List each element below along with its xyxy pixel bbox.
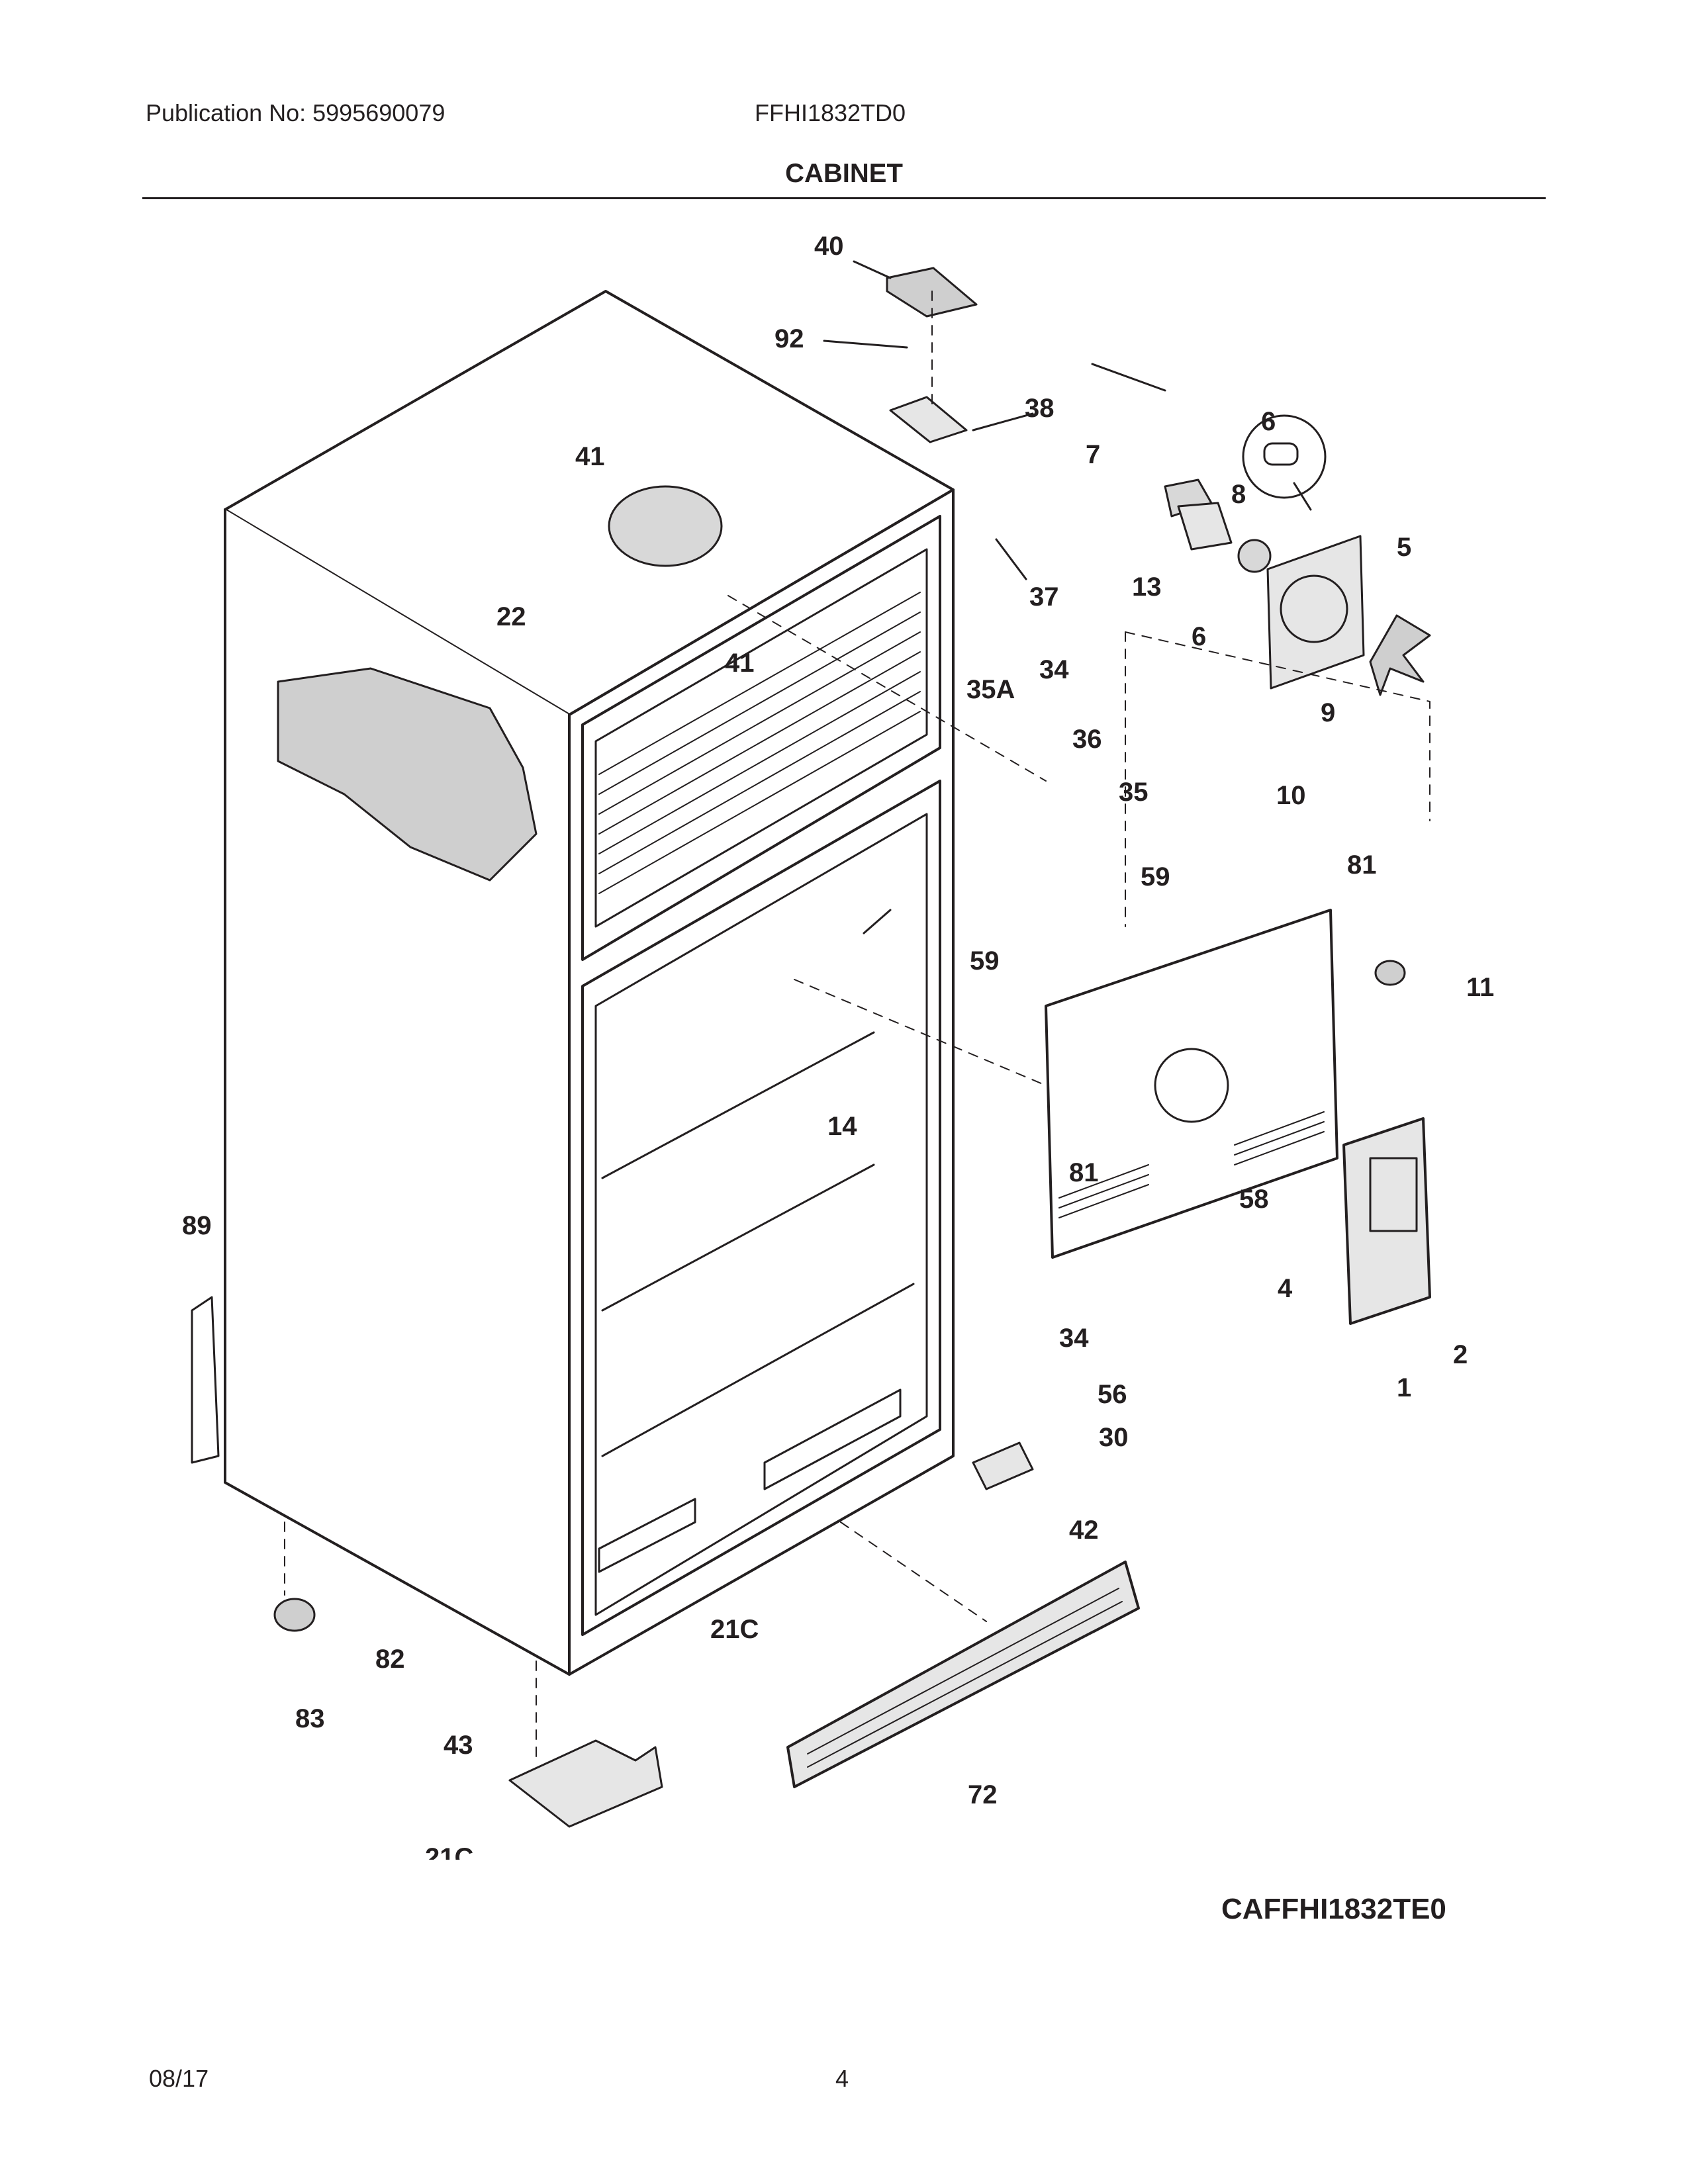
callout-43: 43 <box>444 1731 473 1760</box>
callout-34: 34 <box>1039 655 1069 684</box>
fan-motor-assembly <box>1164 414 1431 696</box>
callout-83: 83 <box>295 1704 325 1733</box>
cabinet-body <box>224 290 955 1676</box>
cover-panel <box>1342 1117 1431 1325</box>
callout-58: 58 <box>1239 1185 1269 1214</box>
top-hinge <box>889 396 968 443</box>
callout-30: 30 <box>1099 1423 1129 1452</box>
callout-6: 6 <box>1261 407 1276 436</box>
callout-10: 10 <box>1276 781 1306 810</box>
callout-36: 36 <box>1072 725 1102 754</box>
callout-92: 92 <box>774 324 804 353</box>
callout-2: 2 <box>1453 1340 1468 1369</box>
bottom-hinge <box>972 1441 1034 1490</box>
callout-59: 59 <box>970 946 1000 976</box>
side-bracket <box>191 1296 220 1464</box>
callout-21c: 21C <box>425 1843 473 1860</box>
callout-41: 41 <box>575 442 605 471</box>
callout-38: 38 <box>1025 394 1055 423</box>
callout-11: 11 <box>1466 973 1494 1002</box>
callout-7: 7 <box>1086 440 1100 469</box>
callout-89: 89 <box>182 1211 212 1240</box>
callout-40: 40 <box>814 232 844 261</box>
header-rule <box>142 197 1546 199</box>
callout-8: 8 <box>1231 480 1246 509</box>
callout-6: 6 <box>1192 622 1206 651</box>
callout-14: 14 <box>827 1112 857 1141</box>
side-insulation <box>277 667 538 882</box>
callout-35a: 35A <box>966 675 1015 704</box>
callout-82: 82 <box>375 1645 405 1674</box>
page-number: 4 <box>835 2065 849 2092</box>
callout-81: 81 <box>1069 1158 1099 1187</box>
compressor-bracket <box>508 1739 663 1828</box>
model-number: FFHI1832TD0 <box>755 99 906 126</box>
callout-13: 13 <box>1132 572 1162 602</box>
callout-4: 4 <box>1278 1274 1293 1303</box>
rear-panel <box>1045 909 1338 1259</box>
callout-37: 37 <box>1029 582 1059 612</box>
section-title: CABINET <box>785 159 903 188</box>
callout-35: 35 <box>1119 778 1149 807</box>
callout-1: 1 <box>1397 1373 1411 1402</box>
callout-81: 81 <box>1347 850 1377 880</box>
callout-56: 56 <box>1098 1380 1127 1409</box>
diagram-code: CAFFHI1832TE0 <box>1221 1893 1446 1925</box>
callout-59: 59 <box>1141 862 1170 891</box>
callout-72: 72 <box>968 1780 998 1809</box>
callout-22: 22 <box>496 602 526 631</box>
callout-9: 9 <box>1321 698 1335 727</box>
callout-5: 5 <box>1397 533 1411 562</box>
callout-41: 41 <box>725 649 755 678</box>
callout-21c: 21C <box>710 1615 759 1644</box>
callout-42: 42 <box>1069 1516 1099 1545</box>
publication-number: Publication No: 5995690079 <box>146 99 445 126</box>
publication-date: 08/17 <box>149 2065 209 2092</box>
callout-34: 34 <box>1059 1324 1089 1353</box>
toe-grille <box>786 1561 1140 1788</box>
